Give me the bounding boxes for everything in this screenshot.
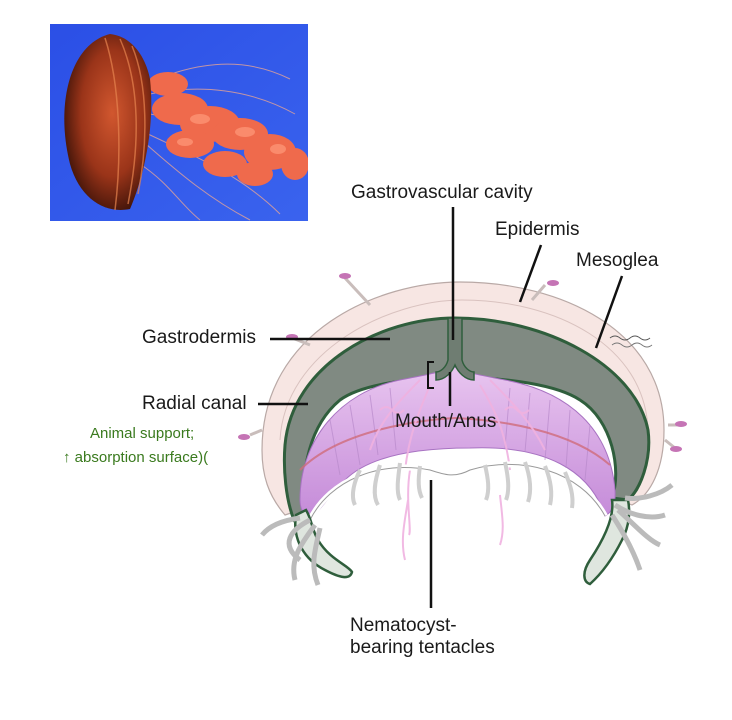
photo-oral-arm-highlights bbox=[177, 114, 286, 154]
annotation-line2: ↑ absorption surface)( bbox=[63, 449, 209, 466]
label-mouth-anus: Mouth/Anus bbox=[395, 411, 497, 432]
mesoglea-muscle-2 bbox=[611, 342, 653, 348]
mouth-bracket bbox=[427, 361, 434, 389]
ring-canal-line bbox=[299, 416, 611, 471]
label-epidermis: Epidermis bbox=[495, 219, 580, 240]
cavity-radial-lines bbox=[329, 387, 591, 481]
label-mesoglea: Mesoglea bbox=[576, 250, 659, 271]
manubrium bbox=[435, 317, 475, 381]
annotation-line1: Animal support; bbox=[90, 425, 195, 442]
label-nematocyst-line1: Nematocyst- bbox=[350, 615, 457, 636]
label-nematocyst-line2: bearing tentacles bbox=[350, 637, 495, 658]
leader-lines bbox=[258, 207, 624, 608]
oral-arm-lace bbox=[369, 379, 546, 561]
label-gastrovascular-cavity: Gastrovascular cavity bbox=[351, 182, 533, 203]
mesoglea-muscle bbox=[609, 335, 651, 341]
mesoglea-line bbox=[279, 299, 649, 441]
photo-bell-ribs bbox=[104, 37, 146, 211]
tentacles-right bbox=[609, 483, 674, 571]
photo-bell bbox=[64, 34, 152, 210]
label-nematocyst-tentacles: Nematocyst- bearing tentacles bbox=[350, 615, 495, 659]
tentacles-left bbox=[260, 515, 323, 586]
label-radial-canal: Radial canal bbox=[142, 393, 247, 414]
label-gastrodermis: Gastrodermis bbox=[142, 327, 257, 348]
tentacles-center bbox=[350, 461, 575, 509]
leader-epidermis bbox=[518, 244, 543, 303]
jellyfish-photo bbox=[50, 24, 308, 221]
leader-mesoglea bbox=[594, 275, 624, 349]
subumbrella-inner-edge-line bbox=[309, 463, 606, 521]
